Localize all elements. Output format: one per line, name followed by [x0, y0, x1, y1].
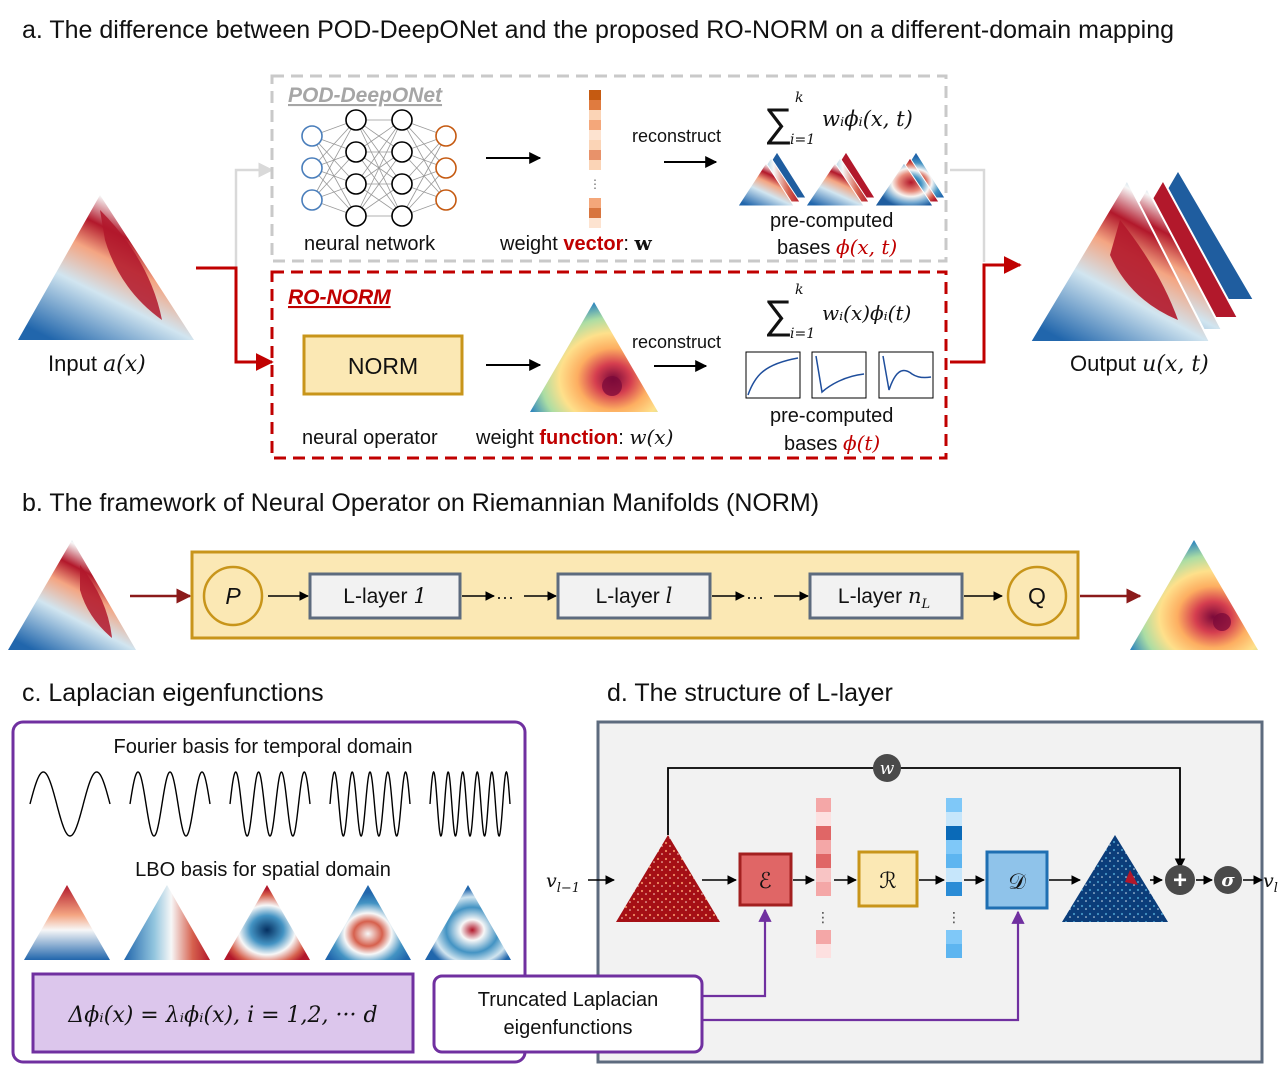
- eigen-equation: Δϕᵢ(x) = λᵢϕᵢ(x), i = 1,2, ··· d: [67, 1003, 377, 1028]
- truncated-to-encoder-connector: [702, 908, 772, 998]
- input-to-ronorm-arrow: [196, 266, 274, 371]
- lbo-basis-triangles: [24, 885, 511, 960]
- neural-operator-label: neural operator: [302, 427, 438, 449]
- v-output-label: vl: [1263, 870, 1278, 896]
- l-layer-l-box: [556, 572, 712, 620]
- pod-sum-formula: ∑ k i=1 wᵢϕᵢ(x, t): [764, 90, 913, 148]
- svg-text:wᵢ(x)ϕᵢ(t): wᵢ(x)ϕᵢ(t): [822, 301, 911, 325]
- svg-text:⋮: ⋮: [589, 177, 601, 191]
- decoder-block: [985, 850, 1049, 910]
- ronorm-title: RO-NORM: [288, 286, 391, 309]
- ronorm-bases-line2: bases ϕ(t): [784, 431, 880, 455]
- lifting-p-label: P: [225, 583, 241, 609]
- norm-input-triangle: [8, 540, 136, 650]
- sigma-label: σ: [1221, 870, 1235, 891]
- input-label: Input a(x): [48, 351, 146, 377]
- truncated-to-decoder-connector: [702, 910, 1025, 1022]
- sum-node-plus: +: [1173, 867, 1187, 894]
- decoder-label: 𝒟: [1008, 869, 1026, 894]
- temporal-basis-plots: [745, 351, 934, 399]
- l-layer-1-label: L-layer 1: [343, 584, 426, 608]
- truncated-line2: eigenfunctions: [504, 1017, 633, 1039]
- svg-text:∑: ∑: [764, 293, 793, 337]
- encoded-coefficients-red: ⋮: [816, 798, 831, 958]
- lbo-basis-label: LBO basis for spatial domain: [135, 859, 391, 881]
- neural-network-label: neural network: [304, 233, 436, 255]
- pod-deeponet-box: [270, 74, 948, 263]
- ronorm-bases-line1: pre-computed: [770, 405, 893, 427]
- norm-block: [302, 334, 464, 396]
- ronorm-reconstruct-label: reconstruct: [632, 332, 721, 352]
- svg-text:k: k: [795, 90, 803, 106]
- output-field-stack: [1028, 168, 1256, 343]
- encoded-coefficients-blue: ⋮: [946, 798, 962, 958]
- l-layer-structure-panel: [596, 720, 1264, 1064]
- encoder-block: [738, 852, 793, 907]
- input-to-pod-arrow: [234, 162, 274, 268]
- pod-bases-line1: pre-computed: [770, 210, 893, 232]
- v-input-label: vl−1: [546, 870, 580, 896]
- ronorm-weight-label: weight function: w(x): [475, 425, 673, 449]
- ronorm-to-output-arrow: [950, 256, 1022, 364]
- truncated-eigenfunctions-box: [432, 974, 704, 1054]
- svg-text:i=1: i=1: [790, 326, 815, 342]
- r-block: [857, 850, 919, 908]
- section-a-title: a. The difference between POD-DeepONet a…: [22, 16, 1174, 44]
- r-label: ℛ: [879, 868, 897, 893]
- fourier-wave-4: [329, 771, 411, 837]
- svg-text:wᵢϕᵢ(x, t): wᵢϕᵢ(x, t): [822, 107, 913, 131]
- section-d-title: d. The structure of L-layer: [607, 679, 893, 707]
- skip-connection-line: [667, 767, 1186, 870]
- projection-q-node: [1006, 565, 1068, 627]
- ronorm-box: [270, 270, 948, 460]
- pod-deeponet-title: POD-DeepONet: [288, 84, 443, 107]
- input-field-triangle: [18, 195, 194, 340]
- fourier-wave-3: [229, 771, 311, 837]
- section-c-title: c. Laplacian eigenfunctions: [22, 679, 324, 707]
- truncated-line1: Truncated Laplacian: [478, 989, 659, 1011]
- sum-node: [1165, 865, 1195, 895]
- fourier-wave-2: [129, 771, 211, 837]
- fourier-waves: [29, 770, 511, 838]
- fourier-wave-1: [29, 771, 111, 837]
- output-label: Output u(x, t): [1070, 351, 1209, 377]
- w-label: w: [880, 759, 895, 779]
- l-layer-1-box: [308, 572, 462, 620]
- ronorm-sum-formula: ∑ k i=1 wᵢ(x)ϕᵢ(t): [764, 282, 911, 342]
- l-layer-n-label: L-layer nL: [838, 584, 930, 612]
- pod-reconstruct-label: reconstruct: [632, 126, 721, 146]
- eigen-equation-box: [31, 972, 415, 1054]
- svg-text:i=1: i=1: [790, 132, 815, 148]
- dots-1: ···: [496, 587, 514, 607]
- pod-to-output-line: [950, 168, 986, 262]
- fourier-wave-5: [429, 770, 511, 838]
- pod-weight-label: weight vector: w: [499, 231, 653, 255]
- svg-text:k: k: [795, 282, 803, 298]
- input-field-red-triangle: [616, 835, 720, 922]
- section-b-title: b. The framework of Neural Operator on R…: [22, 489, 819, 517]
- svg-text:∑: ∑: [764, 101, 793, 145]
- pod-basis-stacks: [737, 151, 946, 207]
- l-layer-n-box: [808, 572, 964, 620]
- svg-text:⋮: ⋮: [947, 909, 961, 925]
- l-layer-l-label: L-layer l: [596, 584, 673, 608]
- norm-block-label: NORM: [348, 353, 418, 379]
- sigma-node: [1214, 866, 1242, 894]
- lifting-p-node: [202, 565, 264, 627]
- norm-output-triangle: [1130, 540, 1258, 650]
- dots-2: ···: [746, 587, 764, 607]
- neural-network-icon: [301, 109, 457, 227]
- svg-text:⋮: ⋮: [816, 909, 830, 925]
- output-field-blue-triangle: [1062, 835, 1168, 922]
- w-node: [873, 754, 901, 782]
- weight-vector-icon: ⋮: [589, 90, 601, 228]
- fourier-basis-label: Fourier basis for temporal domain: [113, 736, 412, 758]
- pod-bases-line2: bases ϕ(x, t): [777, 235, 897, 259]
- encoder-label: ℰ: [758, 868, 771, 893]
- projection-q-label: Q: [1028, 583, 1046, 609]
- weight-function-triangle: [530, 302, 658, 412]
